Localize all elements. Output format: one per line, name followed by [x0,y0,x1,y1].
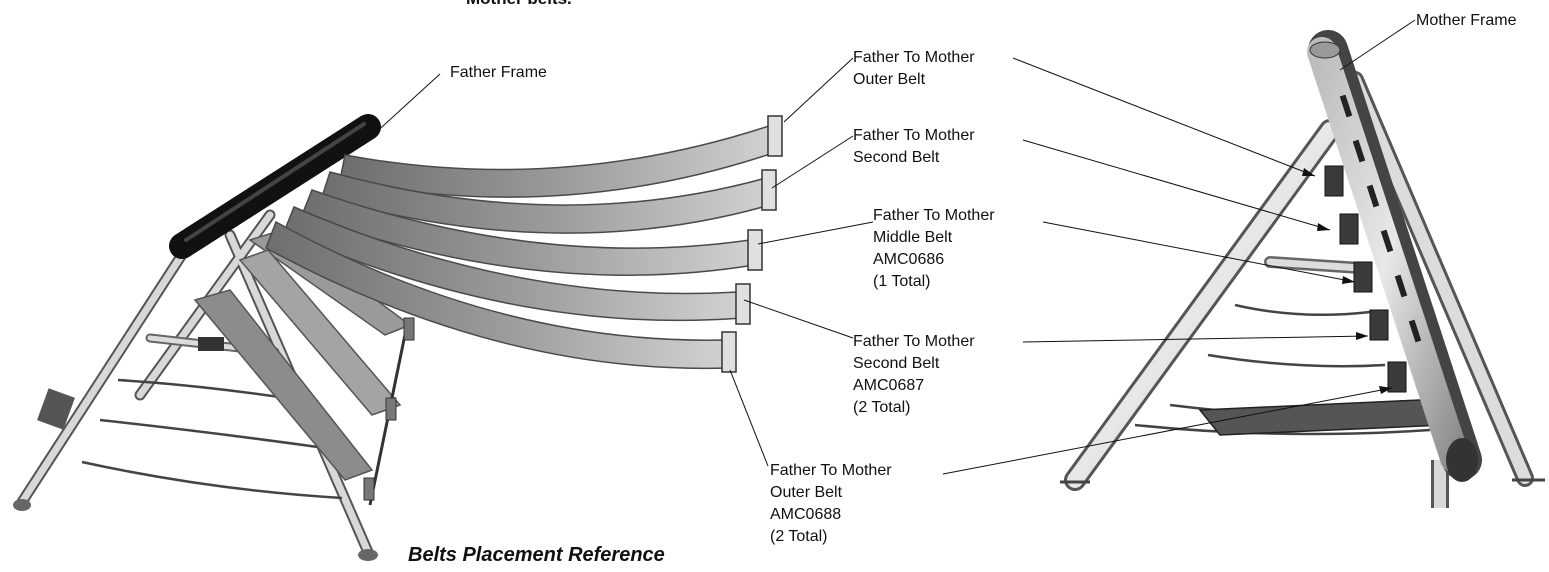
curved-belts [265,115,783,373]
arrowheads [1302,168,1392,394]
mother-frame-label: Mother Frame [1416,12,1517,29]
father-frame-label: Father Frame [450,64,547,81]
second-belt-part-label: Father To Mother Second Belt AMC0687 (2 … [853,333,975,416]
middle-belt-label: Father To Mother Middle Belt AMC0686 (1 … [873,207,995,290]
mother-frame-drawing [1060,30,1545,508]
figure-caption: Belts Placement Reference [408,544,665,566]
outer-belt-top-label: Father To Mother Outer Belt [853,49,975,88]
header-fragment: Mother belts. [466,0,572,10]
leader-lines [371,19,1416,475]
outer-belt-part-label: Father To Mother Outer Belt AMC0688 (2 T… [770,462,892,545]
father-frame-drawing [13,114,415,561]
second-belt-top-label: Father To Mother Second Belt [853,127,975,166]
